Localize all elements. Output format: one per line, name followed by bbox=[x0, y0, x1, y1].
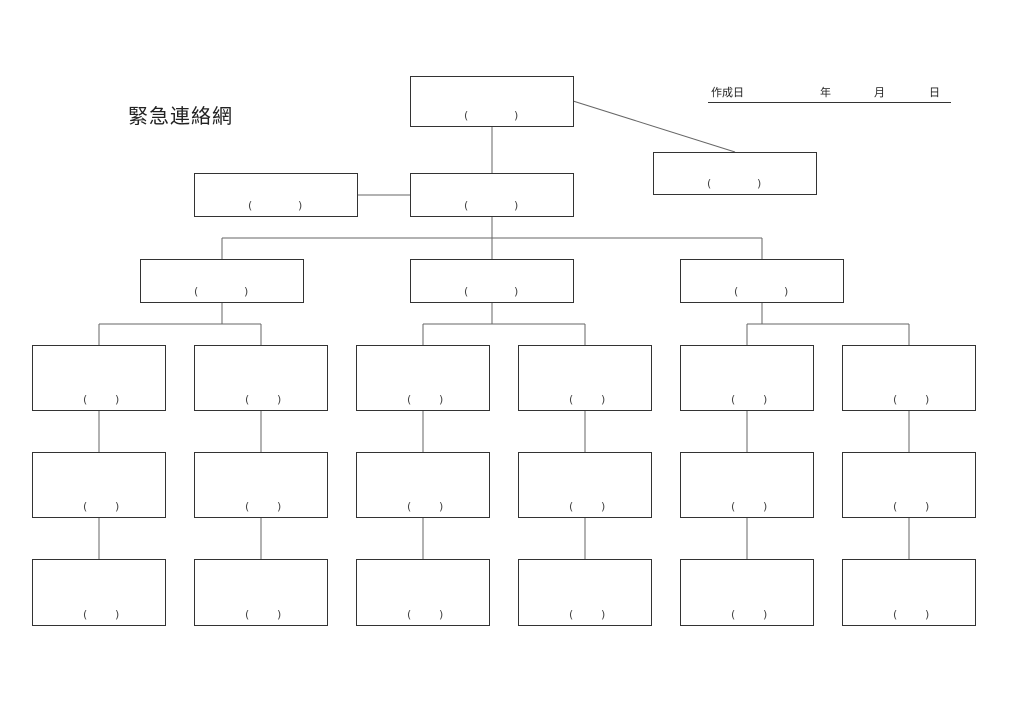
paren-close: ) bbox=[763, 393, 768, 406]
contact-box-level3-c1-r1[interactable]: () bbox=[32, 345, 166, 411]
contact-box-level3-c2-r3[interactable]: () bbox=[194, 559, 328, 626]
contact-box-level3-c5-r2[interactable]: () bbox=[680, 452, 814, 518]
paren-open: ( bbox=[245, 500, 250, 513]
paren-close: ) bbox=[277, 608, 282, 621]
paren-close: ) bbox=[115, 608, 120, 621]
paren-close: ) bbox=[115, 393, 120, 406]
paren-close: ) bbox=[925, 500, 930, 513]
paren-close: ) bbox=[277, 500, 282, 513]
paren-close: ) bbox=[115, 500, 120, 513]
paren-open: ( bbox=[83, 608, 88, 621]
contact-box-level3-c1-r3[interactable]: () bbox=[32, 559, 166, 626]
paren-close: ) bbox=[925, 393, 930, 406]
month-label: 月 bbox=[874, 86, 885, 99]
paren-close: ) bbox=[514, 109, 519, 122]
year-label: 年 bbox=[820, 86, 831, 99]
paren-open: ( bbox=[407, 608, 412, 621]
contact-box-level3-c5-r1[interactable]: () bbox=[680, 345, 814, 411]
creation-date-label: 作成日 bbox=[711, 86, 744, 99]
contact-box-level3-c6-r3[interactable]: () bbox=[842, 559, 976, 626]
contact-box-level2-1[interactable]: ( ) bbox=[140, 259, 304, 303]
contact-box-level2-3[interactable]: ( ) bbox=[680, 259, 844, 303]
paren-open: ( bbox=[83, 500, 88, 513]
paren-open: ( bbox=[248, 199, 253, 212]
paren-open: ( bbox=[569, 500, 574, 513]
paren-close: ) bbox=[763, 500, 768, 513]
paren-close: ) bbox=[925, 608, 930, 621]
page-title: 緊急連絡網 bbox=[128, 104, 233, 128]
contact-box-level1-left[interactable]: ( ) bbox=[194, 173, 358, 217]
contact-box-level3-c1-r2[interactable]: () bbox=[32, 452, 166, 518]
paren-open: ( bbox=[731, 500, 736, 513]
paren-open: ( bbox=[464, 109, 469, 122]
contact-box-level3-c4-r2[interactable]: () bbox=[518, 452, 652, 518]
contact-box-level3-c2-r1[interactable]: () bbox=[194, 345, 328, 411]
paren-close: ) bbox=[601, 393, 606, 406]
contact-box-level3-c3-r1[interactable]: () bbox=[356, 345, 490, 411]
paren-close: ) bbox=[514, 199, 519, 212]
contact-box-level3-c6-r1[interactable]: () bbox=[842, 345, 976, 411]
contact-box-side[interactable]: ( ) bbox=[653, 152, 817, 195]
paren-open: ( bbox=[245, 608, 250, 621]
paren-open: ( bbox=[569, 393, 574, 406]
contact-box-level3-c2-r2[interactable]: () bbox=[194, 452, 328, 518]
paren-open: ( bbox=[194, 285, 199, 298]
contact-box-level3-c4-r3[interactable]: () bbox=[518, 559, 652, 626]
paren-open: ( bbox=[893, 608, 898, 621]
contact-box-level3-c3-r2[interactable]: () bbox=[356, 452, 490, 518]
paren-close: ) bbox=[784, 285, 789, 298]
contact-box-level3-c5-r3[interactable]: () bbox=[680, 559, 814, 626]
day-label: 日 bbox=[929, 86, 940, 99]
paren-open: ( bbox=[464, 199, 469, 212]
paren-close: ) bbox=[514, 285, 519, 298]
paren-close: ) bbox=[601, 500, 606, 513]
paren-close: ) bbox=[298, 199, 303, 212]
paren-open: ( bbox=[734, 285, 739, 298]
creation-date-row: 作成日 年 月 日 bbox=[708, 82, 951, 103]
contact-box-level3-c4-r1[interactable]: () bbox=[518, 345, 652, 411]
paren-open: ( bbox=[731, 608, 736, 621]
contact-box-level3-c6-r2[interactable]: () bbox=[842, 452, 976, 518]
paren-close: ) bbox=[757, 177, 762, 190]
paren-close: ) bbox=[439, 608, 444, 621]
paren-open: ( bbox=[893, 393, 898, 406]
contact-box-root[interactable]: ( ) bbox=[410, 76, 574, 127]
paren-open: ( bbox=[245, 393, 250, 406]
paren-close: ) bbox=[601, 608, 606, 621]
paren-open: ( bbox=[407, 393, 412, 406]
paren-close: ) bbox=[439, 393, 444, 406]
paren-open: ( bbox=[707, 177, 712, 190]
contact-box-level2-2[interactable]: ( ) bbox=[410, 259, 574, 303]
paren-open: ( bbox=[731, 393, 736, 406]
paren-close: ) bbox=[244, 285, 249, 298]
paren-close: ) bbox=[763, 608, 768, 621]
paren-open: ( bbox=[569, 608, 574, 621]
contact-box-level3-c3-r3[interactable]: () bbox=[356, 559, 490, 626]
paren-open: ( bbox=[893, 500, 898, 513]
contact-box-level1-center[interactable]: ( ) bbox=[410, 173, 574, 217]
paren-close: ) bbox=[439, 500, 444, 513]
paren-open: ( bbox=[407, 500, 412, 513]
paren-close: ) bbox=[277, 393, 282, 406]
paren-open: ( bbox=[83, 393, 88, 406]
paren-open: ( bbox=[464, 285, 469, 298]
